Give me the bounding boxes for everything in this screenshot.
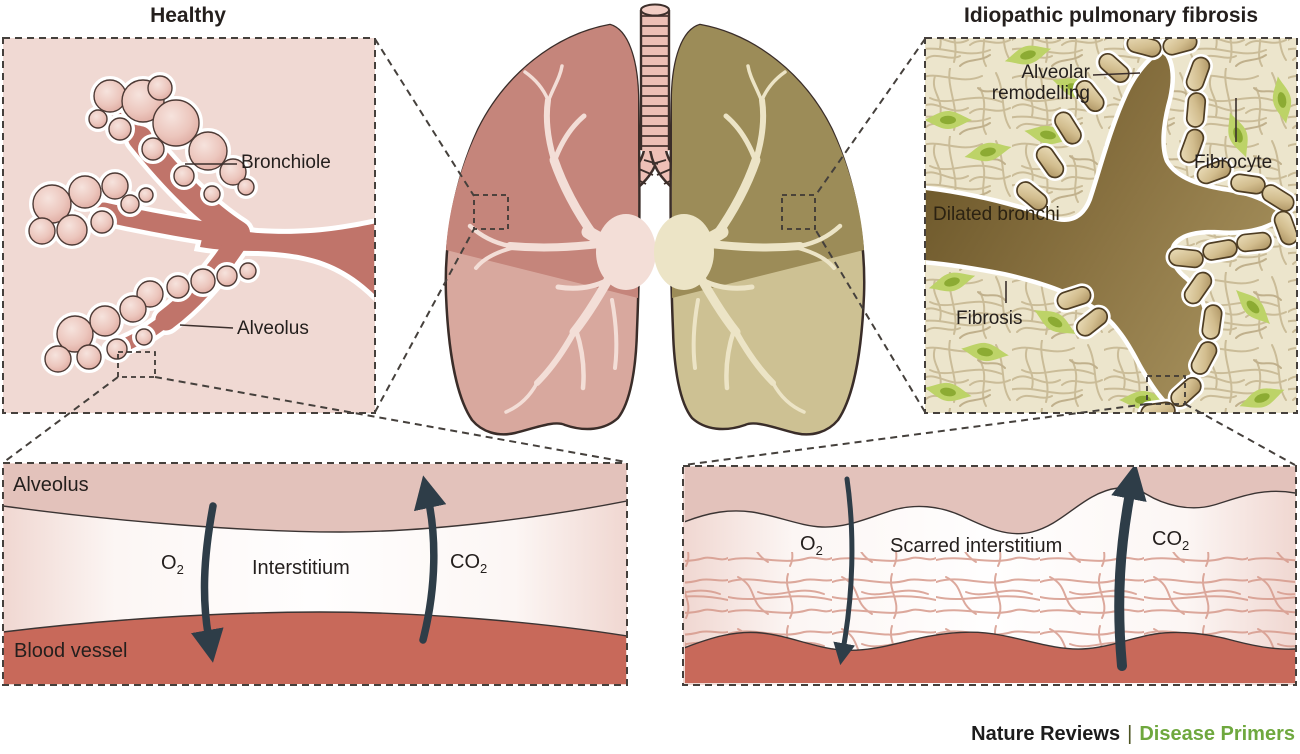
co2-label-healthy: CO2 — [450, 551, 488, 576]
journal-credit: Nature Reviews | Disease Primers — [971, 723, 1295, 746]
healthy-panel-title: Healthy — [150, 4, 226, 27]
healthy-alveolus-zoom-square — [117, 351, 156, 378]
credit-separator: | — [1127, 723, 1133, 745]
ipf-lung-zoom-square — [781, 194, 816, 230]
ipf-alveolus-zoom-square — [1146, 375, 1186, 405]
ipf-gas-panel-art — [682, 465, 1297, 686]
healthy-panel-art — [2, 37, 376, 414]
alveolar-remodelling-label: Alveolar remodelling — [991, 62, 1090, 105]
ipf-panel-title: Idiopathic pulmonary fibrosis — [963, 4, 1259, 27]
o2-label-ipf: O2 — [800, 533, 823, 558]
alveolus-band-label: Alveolus — [13, 474, 89, 496]
journal-name: Nature Reviews — [971, 723, 1121, 745]
bronchiole-label: Bronchiole — [241, 152, 331, 173]
healthy-lung-zoom-square — [473, 194, 509, 230]
alveolus-label: Alveolus — [237, 318, 309, 339]
ipf-panel-art — [924, 37, 1298, 414]
co2-label-ipf: CO2 — [1152, 528, 1190, 553]
blood-vessel-label: Blood vessel — [14, 640, 128, 662]
fibrosis-label: Fibrosis — [956, 308, 1023, 329]
o2-label-healthy: O2 — [161, 552, 184, 577]
fibrocyte-label: Fibrocyte — [1194, 152, 1273, 173]
series-name: Disease Primers — [1139, 723, 1295, 745]
interstitium-label: Interstitium — [252, 557, 350, 579]
lungs-art — [444, 3, 866, 436]
dilated-bronchi-label: Dilated bronchi — [933, 204, 1060, 225]
zoom-connector-lines — [3, 38, 1296, 466]
scarred-interstitium-label: Scarred interstitium — [890, 535, 1063, 557]
trachea-art — [639, 3, 671, 151]
healthy-gas-panel-art — [2, 462, 628, 686]
